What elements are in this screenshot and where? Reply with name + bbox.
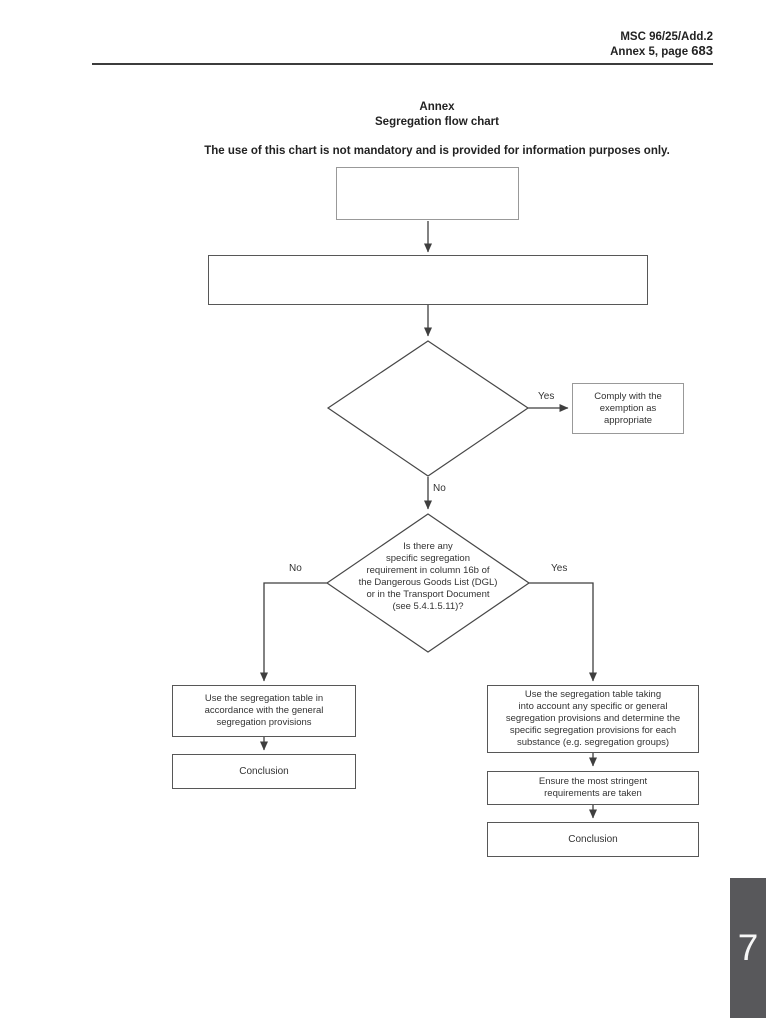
annex-title: Annex: [419, 101, 455, 113]
right-conclusion-box: Conclusion: [487, 822, 699, 857]
decision1-diamond: [326, 340, 530, 477]
decision2-no-label: No: [289, 563, 302, 574]
page-scroll-tab[interactable]: 7: [730, 878, 766, 1018]
header-doc-ref: MSC 96/25/Add.2: [620, 31, 713, 43]
chart-title: Segregation flow chart: [375, 116, 499, 128]
comply-exemption-box: Comply with the exemption as appropriate: [572, 383, 684, 434]
decision1-no-label: No: [433, 483, 446, 494]
connector-decision2-no-branch: [260, 582, 327, 682]
left-general-provisions-box: Use the segregation table in accordance …: [172, 685, 356, 737]
right-specific-provisions-box: Use the segregation table taking into ac…: [487, 685, 699, 753]
right-stringent-requirements-box: Ensure the most stringent requirements a…: [487, 771, 699, 805]
left-conclusion-box: Conclusion: [172, 754, 356, 789]
page-tab-number: 7: [737, 927, 759, 968]
page-header: MSC 96/25/Add.2 Annex 5, page 683: [610, 30, 713, 59]
mandatory-note: The use of this chart is not mandatory a…: [204, 145, 670, 157]
connector-decision2-yes-branch: [529, 582, 597, 682]
header-page-number: 683: [691, 43, 713, 58]
wide-box-empty: [208, 255, 648, 305]
decision2-yes-label: Yes: [551, 563, 568, 574]
decision1-yes-label: Yes: [538, 391, 555, 402]
start-box-empty: [336, 167, 519, 220]
decision2-question-text: Is there any specific segregation requir…: [358, 541, 498, 612]
header-divider: [92, 63, 713, 65]
header-annex-page: Annex 5, page 683: [610, 43, 713, 59]
decision2-diamond: [325, 513, 531, 653]
